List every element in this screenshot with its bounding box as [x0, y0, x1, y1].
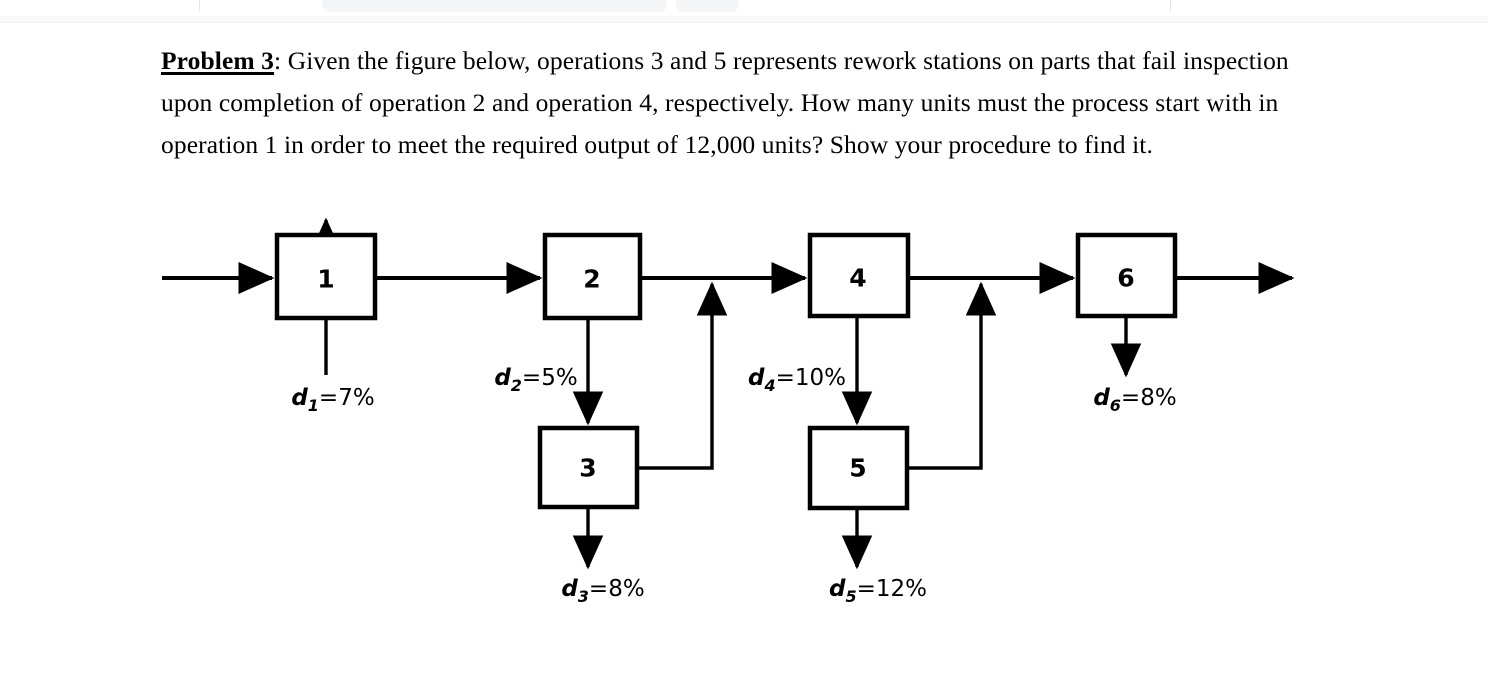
- node-box-3-rect: [537, 425, 640, 510]
- defect-label-d1: d1=7%: [291, 385, 374, 415]
- node-box-4-rect: [807, 232, 911, 319]
- defect-label-d4-var: d: [748, 365, 765, 391]
- defect-label-d3-sub: 3: [578, 587, 589, 606]
- node-box-5[interactable]: 5: [807, 425, 910, 511]
- problem-body-text: : Given the figure below, operations 3 a…: [161, 46, 1289, 159]
- node-box-2-rect: [542, 232, 643, 321]
- node-box-5-rect: [807, 425, 910, 511]
- defect-label-d6-var: d: [1093, 385, 1110, 411]
- chrome-tick-right: [1170, 0, 1171, 11]
- defect-label-d1-eq: =7%: [319, 385, 375, 411]
- node-box-6-label: 6: [1117, 264, 1134, 293]
- browser-tab-chip-2[interactable]: [676, 0, 739, 12]
- node-box-6[interactable]: 6: [1075, 232, 1178, 319]
- defect-label-d5-sub: 5: [845, 587, 856, 606]
- defect-label-d5: d5=12%: [829, 576, 927, 606]
- defect-label-d3-eq: =8%: [589, 576, 645, 602]
- node-box-2-label: 2: [583, 265, 600, 294]
- defect-label-d2-sub: 2: [511, 376, 522, 395]
- defect-label-d3: d3=8%: [561, 576, 644, 606]
- defect-label-d6: d6=8%: [1093, 385, 1176, 415]
- defect-label-d1-var: d: [291, 385, 308, 411]
- defect-label-d4: d4=10%: [748, 365, 846, 395]
- node-box-3[interactable]: 3: [537, 425, 640, 510]
- node-box-6-rect: [1075, 232, 1178, 319]
- defect-label-d2-var: d: [494, 365, 511, 391]
- process-flow-diagram: 1 2 3 4 5 6 d1=7% d2=5% d3=8% d4=10% d5=…: [0, 212, 1488, 642]
- node-box-1[interactable]: 1: [274, 232, 378, 321]
- node-box-1-rect: [274, 232, 378, 321]
- node-box-2[interactable]: 2: [542, 232, 643, 321]
- node-box-4[interactable]: 4: [807, 232, 911, 319]
- node-box-1-label: 1: [317, 265, 334, 294]
- edge-5-return-to-main: [907, 281, 997, 470]
- defect-label-d6-eq: =8%: [1121, 385, 1177, 411]
- defect-label-d2: d2=5%: [494, 365, 577, 395]
- defect-label-d4-sub: 4: [763, 376, 775, 395]
- node-box-5-label: 5: [849, 454, 866, 483]
- defect-label-d3-var: d: [561, 576, 578, 602]
- defect-label-d4-eq: =10%: [776, 365, 846, 391]
- defect-label-d5-eq: =12%: [857, 576, 927, 602]
- chrome-tick-left: [199, 0, 200, 11]
- browser-tab-chip-1[interactable]: [322, 0, 667, 12]
- defect-label-d6-sub: 6: [1110, 396, 1121, 415]
- problem-label: Problem 3: [161, 46, 275, 75]
- edge-3-return-to-main: [637, 281, 728, 470]
- chrome-divider: [0, 16, 1488, 23]
- defect-label-d1-sub: 1: [308, 396, 319, 415]
- node-box-3-label: 3: [579, 454, 596, 483]
- defect-label-d5-var: d: [829, 576, 846, 602]
- flow-svg: 1 2 3 4 5 6 d1=7% d2=5% d3=8% d4=10% d5=…: [162, 217, 1295, 606]
- defect-label-d2-eq: =5%: [522, 365, 578, 391]
- problem-statement: Problem 3: Given the figure below, opera…: [161, 40, 1291, 166]
- node-box-4-label: 4: [849, 264, 866, 293]
- browser-chrome-strip: [0, 0, 1488, 16]
